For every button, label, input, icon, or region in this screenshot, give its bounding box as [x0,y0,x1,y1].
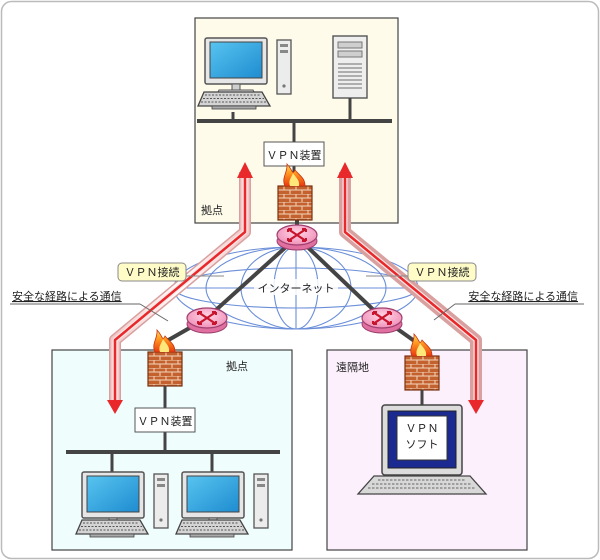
vpn-connection-callout-left: ＶＰＮ接続 [117,262,224,282]
vpn-device-top-label: ＶＰＮ装置 [267,149,322,162]
router-right-icon [360,306,404,335]
secure-route-annotation-right: 安全な経路による通信 [433,289,584,321]
secure-route-left-label: 安全な経路による通信 [12,289,122,303]
left-site-label: 拠点 [226,360,248,373]
server-tower-icon [332,35,368,99]
keyboard-icon [197,91,271,110]
vpn-arrow-left [113,178,247,402]
internet-label: インターネット [258,282,335,295]
vpn-soft-line1: ＶＰＮ [406,422,439,435]
arrow-head-down-left-icon [107,400,123,414]
arrow-head-up-right-icon [337,162,353,178]
top-site-label: 拠点 [201,204,223,217]
vpn-conn-left-label: ＶＰＮ接続 [125,265,180,279]
secure-route-annotation-left: 安全な経路による通信 [10,289,169,322]
vpn-conn-right-label: ＶＰＮ接続 [415,265,470,279]
left-lan-bus [66,386,280,474]
arrow-head-up-left-icon [237,162,253,178]
remote-site-label: 遠隔地 [336,361,369,374]
vpn-device-left-box [134,407,196,433]
internet-label-bg [254,279,338,295]
vpn-connection-callout-right: ＶＰＮ接続 [366,262,477,282]
keyboard-left-1-icon [75,519,149,538]
vpn-arrow-right [343,178,478,402]
router-left-icon [185,306,229,335]
secure-route-right-label: 安全な経路による通信 [468,289,578,303]
router-center-icon [275,223,319,252]
arrow-head-down-right-icon [468,400,484,414]
vpn-soft-line2: ソフト [406,438,439,451]
keyboard-left-2-icon [175,519,249,538]
vpn-device-top-box [263,141,325,167]
laptop-icon [356,404,488,495]
vpn-device-left-label: ＶＰＮ装置 [138,415,193,428]
